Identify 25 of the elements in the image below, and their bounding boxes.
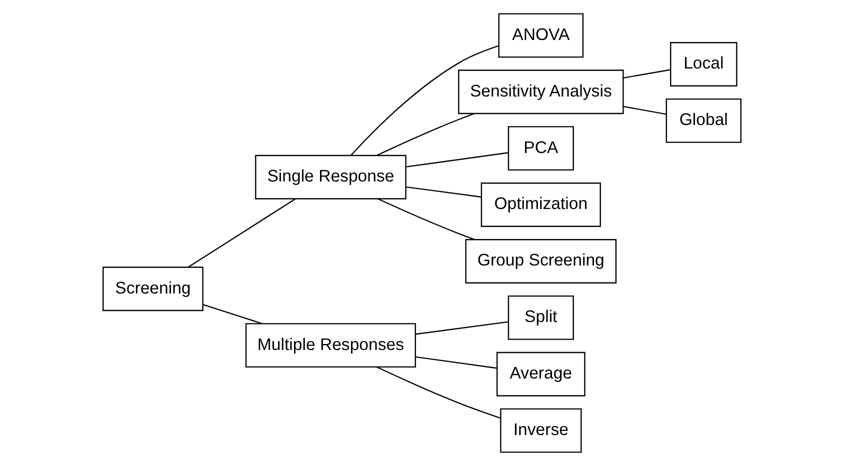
node-box: Multiple Responses (245, 322, 416, 368)
connector (406, 186, 482, 198)
node-box: Screening (102, 266, 204, 311)
node-box: Split (508, 294, 574, 340)
node-box: PCA (508, 126, 574, 170)
connector (350, 44, 499, 156)
node-box: Single Response (255, 154, 406, 199)
node-box: Local (670, 42, 738, 86)
connector (623, 68, 671, 78)
connector (416, 356, 497, 368)
node-box: Global (666, 98, 742, 142)
connector (378, 198, 475, 240)
connector (376, 112, 474, 156)
connector (406, 152, 508, 167)
connector (416, 320, 509, 334)
connector (376, 366, 501, 418)
connector (202, 304, 262, 324)
connector (623, 105, 666, 114)
node-box: Inverse (500, 408, 582, 452)
connector (188, 198, 296, 268)
node-box: Optimization (480, 182, 601, 226)
node-box: Sensitivity Analysis (458, 69, 624, 114)
node-box: Average (496, 351, 586, 396)
node-box: ANOVA (498, 12, 584, 58)
node-box: Group Screening (465, 238, 617, 283)
